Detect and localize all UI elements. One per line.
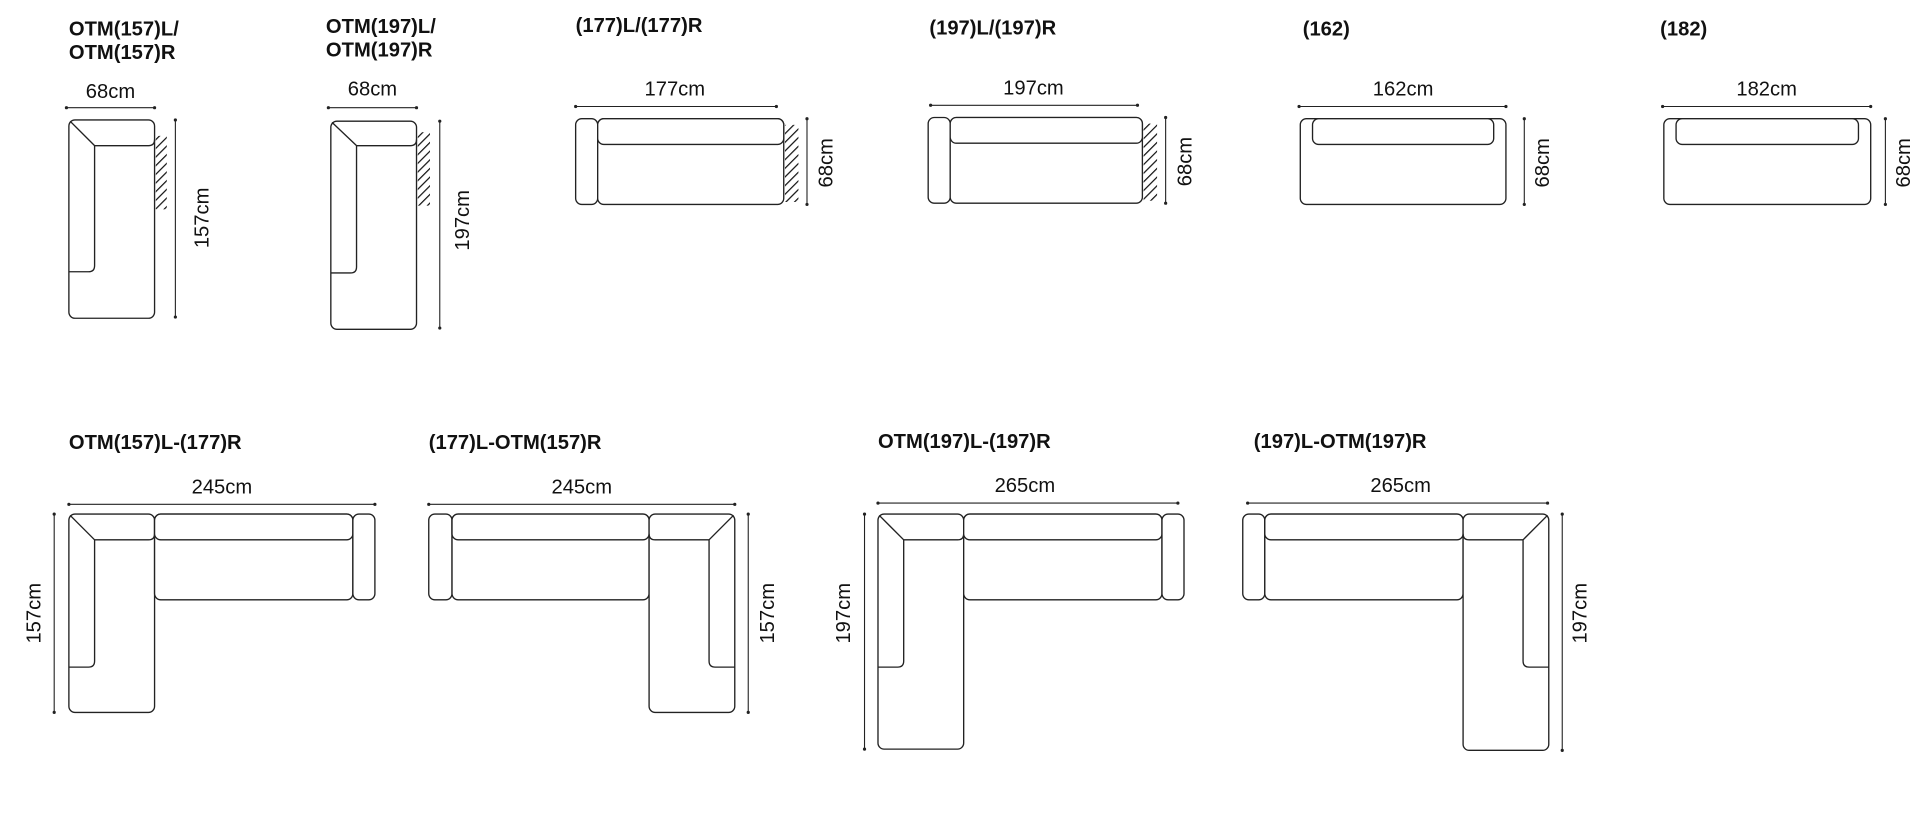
width-label: 68cm — [86, 81, 135, 103]
armrest — [927, 116, 951, 204]
back-cushion — [962, 513, 1163, 541]
back-cushion — [597, 118, 785, 146]
width-label: 197cm — [1003, 77, 1064, 99]
connection-hatch — [417, 132, 430, 206]
width-label: 265cm — [995, 475, 1056, 497]
module-197: (197)L/(197)R 197cm 68cm — [927, 17, 1196, 205]
connection-hatch — [155, 135, 167, 210]
armrest — [574, 118, 599, 206]
armrest — [352, 513, 376, 601]
back-cushion — [1264, 513, 1464, 541]
combination-otm197l-197r: OTM(197)L-(197)R 265cm 197cm — [833, 431, 1185, 751]
chaise-back-and-arm — [68, 120, 156, 273]
depth-label: 197cm — [452, 190, 474, 251]
module-title-line2: OTM(197)R — [326, 39, 433, 61]
chaise-outline — [68, 513, 156, 714]
connection-hatch — [1143, 123, 1158, 201]
armrest — [1161, 513, 1185, 601]
combination-197l-otm197r: (197)L-OTM(197)R 265cm 197cm — [1242, 431, 1592, 752]
chaise-outline — [877, 513, 965, 750]
width-label: 245cm — [551, 476, 612, 498]
module-title: OTM(157)L/ — [69, 18, 179, 40]
module-182: (182) 182cm 68cm — [1660, 18, 1915, 207]
back-cushion — [949, 116, 1144, 144]
module-title: (197)L/(197)R — [929, 17, 1056, 39]
back-cushion — [153, 513, 354, 541]
combination-title: OTM(197)L-(197)R — [878, 431, 1051, 453]
depth-label: 197cm — [1570, 583, 1592, 644]
module-title: OTM(197)L/ — [326, 16, 436, 38]
chaise-outline — [68, 119, 156, 319]
width-label: 162cm — [1373, 78, 1434, 100]
armrest — [428, 513, 453, 601]
depth-label: 157cm — [757, 583, 779, 644]
back-cushion — [1675, 118, 1860, 146]
depth-label: 68cm — [1532, 138, 1554, 187]
width-label: 245cm — [192, 476, 253, 498]
depth-label: 68cm — [1174, 137, 1196, 186]
width-label: 177cm — [644, 78, 705, 100]
depth-label: 197cm — [833, 583, 855, 644]
depth-label: 68cm — [1893, 138, 1915, 187]
back-cushion — [1311, 118, 1495, 146]
width-label: 265cm — [1370, 475, 1431, 497]
chaise-outline — [648, 513, 736, 714]
module-177: (177)L/(177)R 177cm 68cm — [574, 15, 838, 207]
depth-label: 157cm — [191, 188, 213, 249]
width-label: 182cm — [1736, 78, 1797, 100]
combination-otm157l-177r: OTM(157)L-(177)R 245cm 157cm — [24, 432, 377, 714]
combination-title: (197)L-OTM(197)R — [1254, 431, 1427, 453]
back-cushion — [451, 513, 650, 541]
module-title: (182) — [1660, 18, 1707, 40]
armrest — [1242, 513, 1266, 601]
depth-label: 157cm — [24, 583, 46, 644]
module-title: (162) — [1303, 18, 1350, 40]
width-label: 68cm — [348, 78, 397, 100]
module-162: (162) 162cm 68cm — [1297, 18, 1554, 207]
chaise-outline — [1462, 513, 1550, 752]
combination-title: OTM(157)L-(177)R — [69, 432, 242, 454]
connection-hatch — [784, 124, 799, 202]
chaise-outline — [330, 120, 418, 330]
module-title-line2: OTM(157)R — [69, 42, 176, 64]
combination-title: (177)L-OTM(157)R — [429, 432, 602, 454]
depth-label: 68cm — [816, 138, 838, 187]
combination-177l-otm157r: (177)L-OTM(157)R 245cm 157cm — [427, 432, 779, 714]
module-title: (177)L/(177)R — [576, 15, 703, 37]
module-otm197: OTM(197)L/ OTM(197)R 68cm 197cm — [326, 16, 474, 330]
module-otm157: OTM(157)L/ OTM(157)R 68cm 157cm — [64, 18, 213, 319]
